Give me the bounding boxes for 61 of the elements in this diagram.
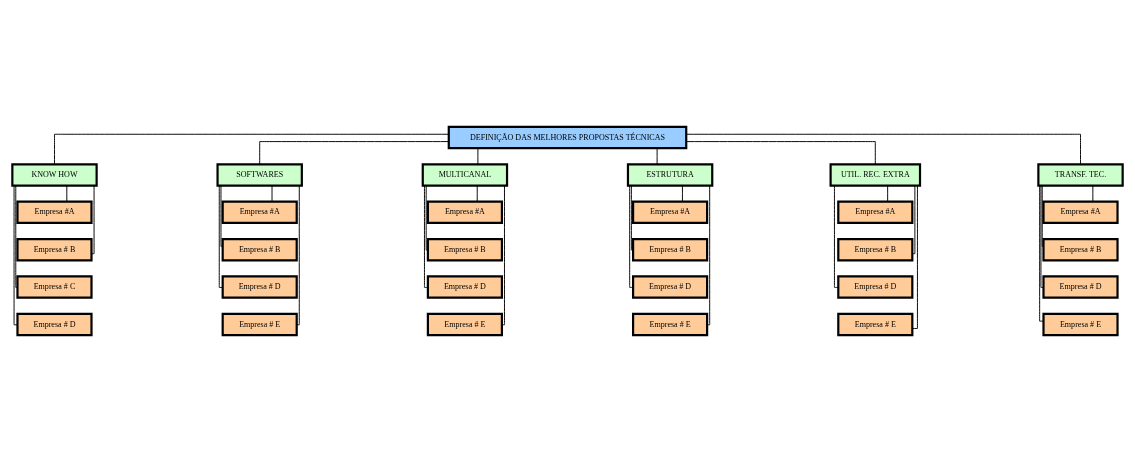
- connector: [887, 184, 889, 202]
- connector: [1039, 184, 1044, 322]
- connector: [220, 184, 224, 247]
- node-box: Empresa # B: [837, 237, 914, 261]
- connector: [476, 184, 478, 202]
- connector: [501, 184, 505, 325]
- node-box: Empresa #A: [837, 200, 914, 224]
- connector: [91, 184, 95, 254]
- connector: [629, 184, 634, 288]
- node-box: Empresa # D: [837, 274, 914, 299]
- node-box: UTIL. REC. EXTRA: [829, 162, 922, 187]
- node-box: Empresa # B: [426, 237, 503, 261]
- connector: [296, 184, 300, 325]
- connector: [681, 184, 683, 202]
- connector: [630, 184, 634, 251]
- connector: [1041, 184, 1044, 247]
- node-box: Empresa # D: [16, 312, 93, 336]
- node-box: Empresa # B: [632, 237, 709, 261]
- connector: [54, 133, 449, 165]
- node-box: Empresa # D: [426, 274, 503, 299]
- node-box: Empresa #A: [221, 200, 298, 224]
- connector: [13, 184, 18, 325]
- connector: [912, 184, 916, 254]
- connector: [259, 140, 450, 165]
- node-box: Empresa # C: [16, 274, 93, 299]
- node-box: KNOW HOW: [11, 162, 98, 187]
- node-box: Empresa # E: [426, 312, 503, 336]
- node-box: Empresa # B: [221, 237, 298, 261]
- node-box: Empresa # D: [221, 274, 298, 299]
- node-box: Empresa # B: [16, 237, 93, 261]
- connector: [685, 140, 876, 165]
- node-box: Empresa # D: [1042, 274, 1119, 299]
- connector: [477, 147, 479, 165]
- connector: [425, 184, 429, 251]
- node-box: Empresa # E: [1042, 312, 1119, 336]
- connector: [706, 184, 711, 325]
- node-box: SOFTWARES: [216, 162, 303, 187]
- connector: [424, 184, 429, 288]
- node-box: Empresa # E: [221, 312, 298, 336]
- connector: [833, 184, 839, 288]
- node-box: ESTRUTURA: [626, 162, 714, 187]
- node-box: Empresa #A: [16, 200, 93, 224]
- node-box: TRANSF. TEC.: [1037, 162, 1124, 187]
- connector: [912, 184, 918, 329]
- connector: [15, 184, 18, 288]
- node-box: MULTICANAL: [421, 162, 509, 187]
- node-box: Empresa #A: [632, 200, 709, 224]
- node-box: Empresa # B: [1042, 237, 1119, 261]
- connector: [218, 184, 223, 288]
- connector: [656, 147, 658, 165]
- node-box: Empresa #A: [426, 200, 503, 224]
- node-box: Empresa #A: [1042, 200, 1119, 224]
- connector: [66, 184, 68, 202]
- connector: [271, 184, 273, 202]
- node-box: Empresa # E: [837, 312, 914, 336]
- connector: [1092, 184, 1094, 202]
- connector: [1040, 184, 1044, 288]
- node-box: Empresa # D: [632, 274, 709, 299]
- connector: [686, 133, 1081, 165]
- node-box: DEFINIÇÃO DAS MELHORES PROPOSTAS TÉCNICAS: [447, 125, 688, 149]
- node-box: Empresa # E: [632, 312, 709, 336]
